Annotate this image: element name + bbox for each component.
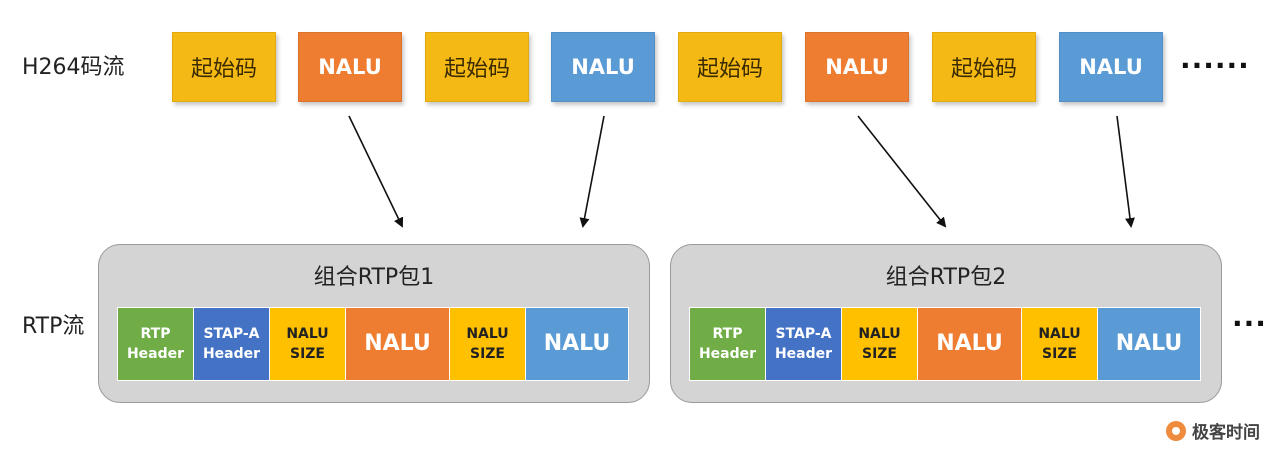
nalu-cell: NALU (918, 308, 1022, 380)
start-code-block: 起始码 (932, 32, 1036, 102)
arrow (348, 115, 404, 228)
rtp-header-cell: RTP Header (690, 308, 766, 380)
nalu-size-cell: NALU SIZE (842, 308, 918, 380)
arrow (579, 115, 605, 228)
nalu-cell: NALU (1098, 308, 1200, 380)
nalu-block: NALU (1059, 32, 1163, 102)
logo-icon (1166, 420, 1186, 441)
nalu-cell: NALU (526, 308, 628, 380)
nalu-block: NALU (805, 32, 909, 102)
start-code-block: 起始码 (172, 32, 276, 102)
stap-a-header-cell: STAP-A Header (766, 308, 842, 380)
start-code-block: 起始码 (678, 32, 782, 102)
nalu-size-cell: NALU SIZE (450, 308, 526, 380)
rtp-stream-label: RTP流 (22, 314, 85, 339)
stap-a-header-cell: STAP-A Header (194, 308, 270, 380)
arrow (857, 115, 947, 228)
nalu-size-cell: NALU SIZE (270, 308, 346, 380)
logo-text: 极客时间 (1192, 423, 1260, 443)
rtp-header-cell: RTP Header (118, 308, 194, 380)
nalu-size-cell: NALU SIZE (1022, 308, 1098, 380)
packet-title: 组合RTP包1 (313, 265, 435, 290)
ellipsis-bottom: ··· (1232, 307, 1267, 340)
logo: 极客时间 (1166, 418, 1260, 443)
nalu-cell: NALU (346, 308, 450, 380)
start-code-block: 起始码 (425, 32, 529, 102)
ellipsis-top: ······ (1180, 49, 1250, 82)
h264-stream-label: H264码流 (22, 55, 125, 80)
packet-title: 组合RTP包2 (885, 265, 1007, 290)
arrow (1116, 115, 1135, 228)
nalu-block: NALU (298, 32, 402, 102)
nalu-block: NALU (551, 32, 655, 102)
